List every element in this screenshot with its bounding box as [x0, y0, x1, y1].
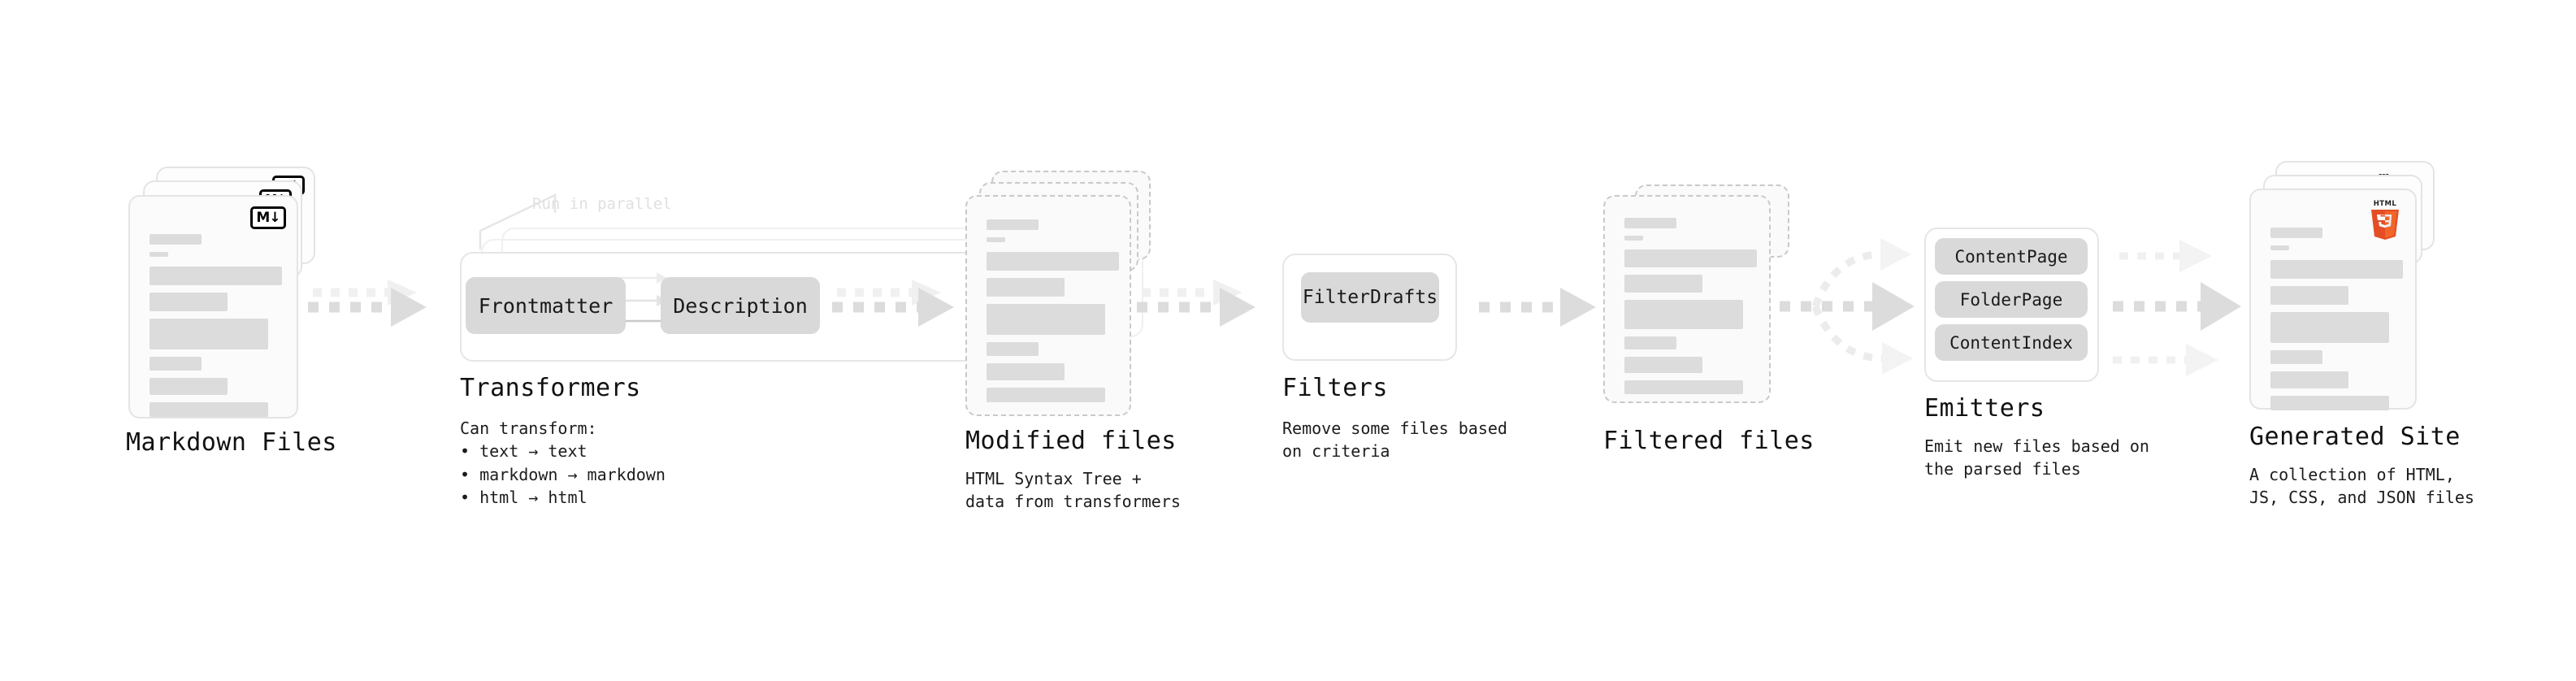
doc-placeholder-lines [2270, 228, 2403, 418]
arrow-markdown-to-transformers [308, 280, 427, 327]
html5-icon: HTML [2371, 200, 2399, 240]
stage-desc-modified-files: HTML Syntax Tree + data from transformer… [965, 469, 1181, 512]
arrow-modified-to-filters [1137, 280, 1255, 327]
stage-title-transformers: Transformers [460, 374, 641, 402]
arrow-transformers-to-modified [832, 280, 954, 327]
stage-title-filters: Filters [1282, 374, 1388, 402]
stage-title-modified-files: Modified files [965, 427, 1177, 455]
site-file-card-html: HTML [2249, 189, 2417, 410]
svg-text:HTML: HTML [2374, 200, 2397, 208]
markdown-icon: M↓ [250, 206, 286, 229]
transformer-chip-description[interactable]: Description [661, 277, 820, 334]
filter-chip-filterdrafts[interactable]: FilterDrafts [1301, 272, 1439, 323]
stage-desc-transformers: Can transform: • text → text • markdown … [460, 419, 666, 508]
arrow-filtered-to-emitters-branch [1780, 238, 1915, 375]
run-in-parallel-label: Run in parallel [532, 195, 672, 213]
arrow-emitters-to-site [2113, 240, 2241, 376]
stage-title-generated-site: Generated Site [2249, 423, 2461, 451]
doc-placeholder-lines [150, 234, 282, 424]
doc-placeholder-lines [987, 219, 1119, 410]
stage-desc-emitters: Emit new files based on the parsed files [1924, 436, 2149, 479]
emitter-chip-contentpage[interactable]: ContentPage [1935, 238, 2088, 275]
arrow-filters-to-filtered [1479, 288, 1596, 327]
markdown-file-card-front: M↓ [128, 195, 298, 419]
transformer-chip-frontmatter[interactable]: Frontmatter [466, 277, 626, 334]
stage-desc-filters: Remove some files based on criteria [1282, 419, 1507, 462]
stage-title-filtered-files: Filtered files [1603, 427, 1815, 455]
stage-title-emitters: Emitters [1924, 394, 2045, 423]
stage-desc-generated-site: A collection of HTML, JS, CSS, and JSON … [2249, 465, 2474, 508]
filtered-file-card-front [1603, 195, 1771, 403]
emitter-chip-contentindex[interactable]: ContentIndex [1935, 324, 2088, 361]
run-in-parallel-bracket [479, 193, 557, 249]
doc-placeholder-lines [1624, 218, 1757, 401]
stage-title-markdown-files: Markdown Files [126, 428, 337, 457]
modified-file-card-front [965, 195, 1131, 416]
emitter-chip-folderpage[interactable]: FolderPage [1935, 281, 2088, 318]
